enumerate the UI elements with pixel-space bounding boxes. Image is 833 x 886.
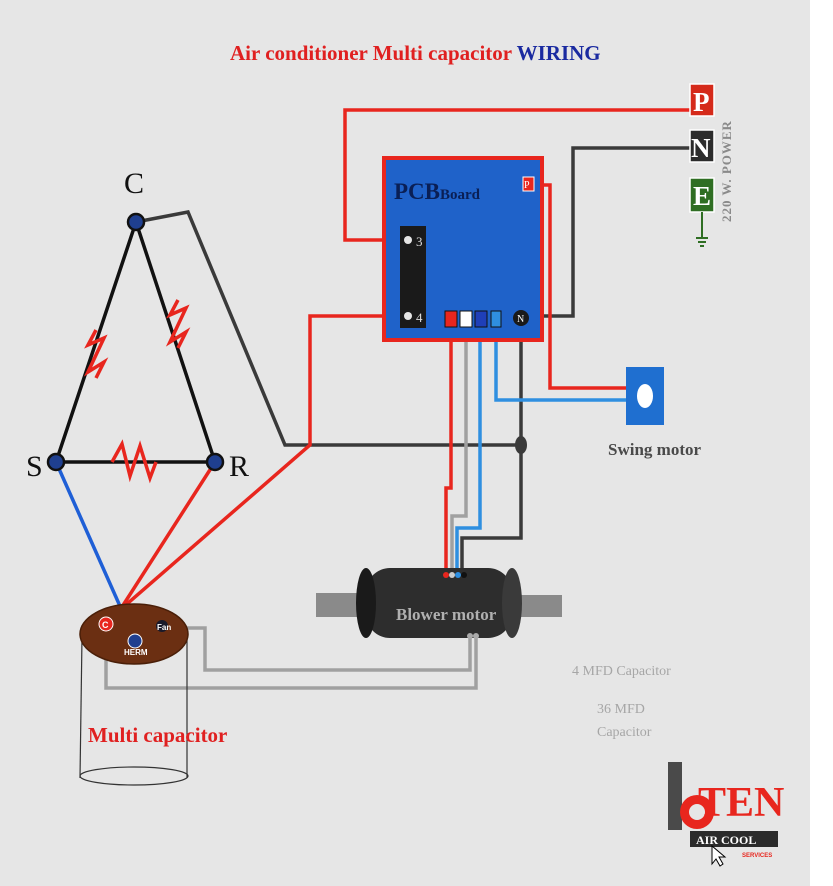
pcb-terminal-lightblue xyxy=(490,310,502,328)
power-p: P xyxy=(693,87,710,117)
swing-motor-label: Swing motor xyxy=(608,440,701,459)
pcb-pin4: 4 xyxy=(416,310,423,325)
swing-motor-shaft xyxy=(637,384,653,408)
pcb-pin3-dot xyxy=(404,236,412,244)
diagram-title: Air conditioner Multi capacitor WIRING xyxy=(230,41,601,65)
cap-bottom xyxy=(79,766,189,786)
pcb-terminal-n xyxy=(513,310,529,326)
cap-herm-label: HERM xyxy=(124,648,148,657)
label-r: R xyxy=(229,450,249,483)
wire-pcb-red-to-blower xyxy=(444,325,453,573)
logo-bar xyxy=(690,831,778,847)
wire-neutral-to-blower xyxy=(460,320,523,573)
wire-p-to-pcb3 xyxy=(343,108,690,242)
label-s: S xyxy=(26,450,43,483)
earth-icon xyxy=(696,237,708,247)
power-e-box xyxy=(689,177,715,213)
logo: TEN AIR COOL SERVICES xyxy=(668,762,784,867)
pcb-title: PCB xyxy=(394,179,440,204)
pcb-terminal-blue xyxy=(474,310,488,328)
capacitor-label: Multi capacitor xyxy=(88,723,227,747)
wire-r-to-cap xyxy=(118,461,217,611)
pcb-subtitle: Board xyxy=(440,187,481,203)
right-margin xyxy=(810,0,833,886)
terminal-s xyxy=(46,452,66,472)
cap-terminal-c xyxy=(98,616,114,632)
power-label: 220 W. POWER xyxy=(719,120,734,222)
wire-pcb4-to-cap-c xyxy=(118,314,402,612)
winding-sr xyxy=(110,439,158,484)
pcb-pin4-dot xyxy=(404,312,412,320)
logo-b-stem xyxy=(668,762,682,830)
blower-motor xyxy=(316,568,562,639)
power-terminals: P N E 220 W. POWER xyxy=(689,83,734,247)
pcb-pin-p-label: P xyxy=(524,180,530,191)
pcb-terminal-white xyxy=(459,310,473,328)
title-part2: WIRING xyxy=(517,41,601,65)
logo-air-cool: AIR COOL xyxy=(696,833,756,847)
winding-cr xyxy=(165,299,191,349)
wire-pcb-white-to-blower xyxy=(450,325,468,573)
cap-terminal-herm xyxy=(127,633,143,649)
cap-c-label: C xyxy=(102,620,109,630)
wiring-diagram: Air conditioner Multi capacitor WIRING C… xyxy=(26,41,784,867)
blower-body xyxy=(366,568,512,638)
winding-cs xyxy=(83,329,109,379)
logo-ten: TEN xyxy=(698,780,784,826)
note-36mfd-2: Capacitor xyxy=(597,725,652,740)
blower-end-right xyxy=(502,568,522,638)
wire-cap-fan-to-blower-1 xyxy=(175,626,472,672)
power-n: N xyxy=(691,133,711,163)
label-c: C xyxy=(124,167,144,200)
note-36mfd-1: 36 MFD xyxy=(597,702,645,717)
pcb-board: PCB Board 3 4 P N xyxy=(382,156,544,342)
wire-pcb-to-swing-blue xyxy=(494,325,630,402)
wire-comp-c-to-neutral xyxy=(135,210,521,447)
compressor-windings xyxy=(46,212,225,484)
logo-services: SERVICES xyxy=(742,853,772,859)
wire-pcb-blue-to-blower xyxy=(455,325,482,573)
terminal-c xyxy=(126,212,146,232)
wire-pcb-p-to-swing xyxy=(530,183,630,390)
pcb-pin-n-label: N xyxy=(517,314,524,325)
power-p-box xyxy=(689,83,715,117)
title-part1: Air conditioner Multi capacitor xyxy=(230,41,517,65)
terminal-r xyxy=(205,452,225,472)
pcb-pin3: 3 xyxy=(416,234,423,249)
note-4mfd: 4 MFD Capacitor xyxy=(572,664,671,679)
cap-fan-label: Fan xyxy=(157,623,171,632)
pcb-terminal-red xyxy=(444,310,458,328)
multi-capacitor: C Fan HERM xyxy=(79,603,189,786)
pcb-pin-p xyxy=(522,176,535,192)
power-e: E xyxy=(693,181,711,211)
mouse-cursor-icon xyxy=(711,844,727,867)
swing-motor xyxy=(626,367,664,425)
blower-motor-label: Blower motor xyxy=(396,605,497,624)
pcb-relay-block xyxy=(400,226,426,328)
neutral-junction xyxy=(515,436,527,454)
cap-terminal-fan xyxy=(156,620,168,632)
power-n-box xyxy=(689,129,715,163)
cap-side-left xyxy=(79,636,83,779)
wire-n-to-pcb xyxy=(522,146,690,318)
blower-end-left xyxy=(356,568,376,638)
blower-shaft-right xyxy=(510,595,562,617)
